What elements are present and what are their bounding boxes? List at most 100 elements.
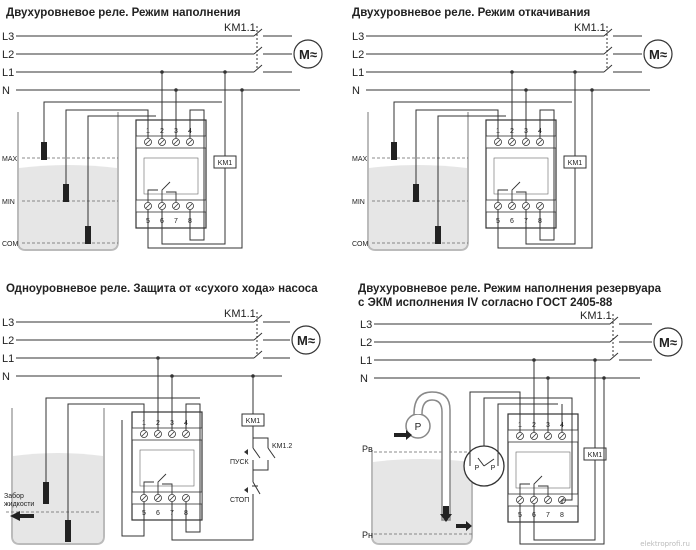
terminal-slot [145,139,151,145]
contactor-contact [603,46,613,55]
contactor-contact [253,28,263,37]
line-label-l1: L1 [360,355,372,367]
line-label-l2: L2 [352,49,364,61]
electrode [65,520,71,542]
panel2-title: Двухуровневое реле. Режим откачивания [352,7,591,19]
tank [367,112,469,251]
motor-label: M≈ [659,335,677,350]
contactor-label: KM1.1 [580,310,612,322]
junction-dot [532,358,536,362]
terminal-slot [559,433,565,439]
start-label: ПУСК [230,459,250,466]
junction-dot [160,70,164,74]
coil-label: KM1 [568,160,583,167]
electrode [413,184,419,202]
junction-dot [593,358,597,362]
stop-label: СТОП [230,497,249,504]
relay-contact [516,191,527,202]
stop-button-icon [244,487,248,493]
level-label-min: MIN [352,199,365,206]
junction-dot [590,88,594,92]
contactor-label: KM1.1 [224,22,256,34]
tank [11,408,105,545]
terminal-slot [187,139,193,145]
relay-contact [157,473,167,494]
contactor-contact [603,28,613,37]
electrode-wire-com [87,115,156,226]
aux-wire [189,109,205,241]
gauge-needle [483,458,495,467]
terminal-slot [537,203,543,209]
motor-icon [293,39,323,69]
electrode-wire-min [415,109,499,184]
line-label-l2: L2 [360,337,372,349]
junction-dot [524,88,528,92]
line-label-l1: L1 [352,67,364,79]
terminal-slot [183,495,189,501]
aux-wire [185,403,201,533]
flow-arrow-icon [440,506,452,522]
electrode [435,226,441,244]
terminal-slot [517,497,523,503]
contactor-label: KM1.1 [574,22,606,34]
neutral-wire [147,90,243,249]
terminal-slot [141,495,147,501]
intake-label-line1: Забор [4,492,24,500]
line-label-l2: L2 [2,335,14,347]
line-label-n: N [2,371,10,383]
electrode-wire-min [65,109,149,184]
relay-contact [166,191,177,202]
level-label-high: Pв [362,444,373,454]
relay-contact [533,475,543,496]
contactor-label: KM1.1 [224,308,256,320]
tank [17,112,119,251]
aux-wire [539,109,555,241]
terminal-slot [523,139,529,145]
level-label-low: Pн [362,530,373,540]
terminal-slot [523,203,529,209]
electrode-wire [45,397,200,482]
liquid [13,453,103,543]
outlet-arrow-icon [456,521,472,531]
junction-dot [573,70,577,74]
relay-window [139,449,195,487]
terminal-slot [509,203,515,209]
relay-contact [511,181,521,202]
aux-contact-wire [253,460,269,471]
neutral-wire [121,420,145,537]
liquid [19,165,117,249]
relay-contact [161,181,171,202]
aux-contact-wire [253,437,269,448]
coil-wire [161,168,226,245]
intake-arrow-icon [10,511,34,521]
terminal-slot [141,431,147,437]
panel4-title-line2: с ЭКМ исполнения IV согласно ГОСТ 2405-8… [358,297,613,309]
liquid [373,459,471,543]
junction-dot [602,376,606,380]
terminal-slot [159,203,165,209]
terminal-bottom-label: 8 [560,512,564,519]
relay-contact [147,189,158,202]
terminal-slot [173,203,179,209]
contactor-contact [253,350,263,359]
terminal-slot [155,431,161,437]
terminal-slot [169,495,175,501]
gauge-wire [483,397,573,504]
electrode [85,226,91,244]
contactor-contact [609,352,619,361]
terminal-slot [545,433,551,439]
line-label-l2: L2 [2,49,14,61]
terminal-slot [187,203,193,209]
relay-contact [497,189,508,202]
level-label-com: COM [2,241,19,248]
electrode-wire-max [43,101,222,142]
line-label-l3: L3 [2,317,14,329]
panel3-title: Одноуровневое реле. Защита от «сухого хо… [6,283,318,295]
junction-dot [174,88,178,92]
aux-contact [267,447,276,459]
terminal-slot [495,139,501,145]
terminal-slot [545,497,551,503]
relay-contact [143,481,154,494]
panel4-title-line1: Двухуровневое реле. Режим наполнения рез… [358,283,662,295]
